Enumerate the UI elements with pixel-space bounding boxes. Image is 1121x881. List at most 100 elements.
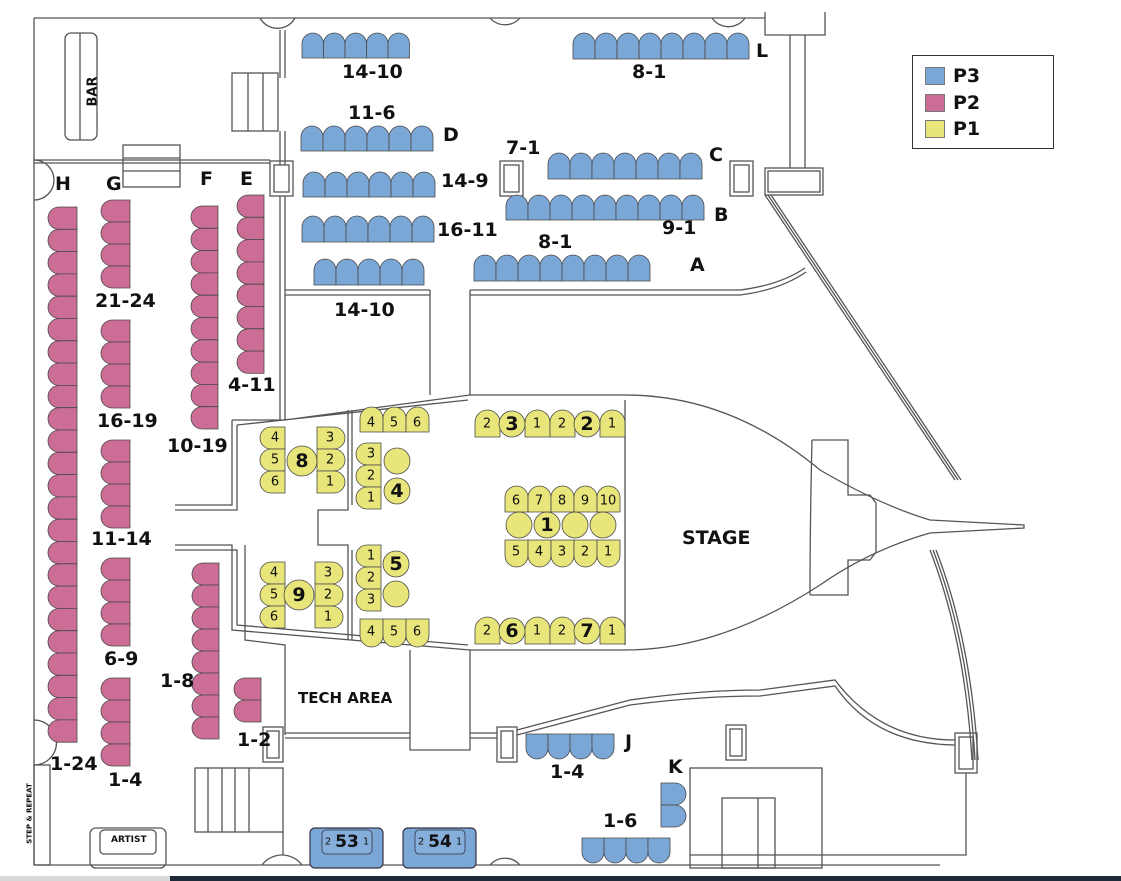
seat-p3[interactable] [527, 194, 551, 221]
seat-p2[interactable] [47, 407, 78, 431]
seat-p3[interactable] [572, 32, 596, 60]
seat-p3[interactable] [367, 215, 391, 243]
seat-p1[interactable] [596, 485, 621, 513]
seat-p2[interactable] [236, 328, 265, 352]
seat-p2[interactable] [190, 250, 219, 274]
seat-p3[interactable] [615, 194, 639, 221]
seat-p3[interactable] [366, 32, 389, 59]
seat-p2[interactable] [191, 606, 220, 630]
seat-p3[interactable] [583, 254, 607, 282]
seat-p2[interactable] [47, 251, 78, 275]
seat-p3[interactable] [660, 804, 687, 828]
seat-p2[interactable] [233, 677, 262, 701]
seat-p3[interactable] [379, 258, 403, 286]
seat-p2[interactable] [100, 221, 131, 245]
seat-p3[interactable] [549, 194, 573, 221]
seat-p3[interactable] [525, 733, 549, 760]
seat-p2[interactable] [47, 295, 78, 319]
seat-p3[interactable] [473, 254, 497, 282]
seat-p3[interactable] [591, 152, 615, 180]
seat-p3[interactable] [657, 152, 681, 180]
seat-p3[interactable] [388, 125, 412, 152]
seat-p2[interactable] [236, 216, 265, 240]
seat-p3[interactable] [613, 152, 637, 180]
seat-p1[interactable] [599, 409, 626, 438]
seat-p3[interactable] [345, 215, 369, 243]
seat-p2[interactable] [100, 319, 131, 343]
seat-p2[interactable] [100, 699, 131, 723]
seat-p3[interactable] [616, 32, 640, 60]
seat-p3[interactable] [547, 733, 571, 760]
seat-p2[interactable] [190, 361, 219, 385]
seat-p2[interactable] [47, 228, 78, 252]
seat-p3[interactable] [412, 171, 436, 198]
seat-p3[interactable] [605, 254, 629, 282]
seat-p2[interactable] [100, 557, 131, 581]
seat-p2[interactable] [100, 461, 131, 485]
seat-p3[interactable] [368, 171, 392, 198]
seat-p1[interactable] [355, 588, 382, 612]
seat-p3[interactable] [301, 215, 325, 243]
table[interactable] [589, 511, 617, 539]
seat-p2[interactable] [47, 451, 78, 475]
seat-p2[interactable] [100, 341, 131, 365]
seat-p3[interactable] [682, 32, 706, 60]
seat-p2[interactable] [47, 496, 78, 520]
seat-p2[interactable] [236, 350, 265, 374]
table[interactable] [505, 511, 533, 539]
seat-p3[interactable] [581, 837, 605, 864]
seat-p2[interactable] [191, 628, 220, 652]
seat-p2[interactable] [190, 384, 219, 408]
seat-p3[interactable] [313, 258, 337, 286]
seat-p3[interactable] [679, 152, 703, 180]
seat-p2[interactable] [47, 518, 78, 542]
seat-p1[interactable] [259, 470, 286, 494]
table-9[interactable] [283, 579, 315, 611]
seat-p3[interactable] [569, 152, 593, 180]
seat-p1[interactable] [259, 605, 286, 629]
seat-p1[interactable] [596, 539, 621, 568]
seat-p3[interactable] [505, 194, 529, 221]
seat-p1[interactable] [314, 605, 344, 629]
seat-p2[interactable] [47, 608, 78, 632]
table-4[interactable] [383, 477, 411, 505]
seat-p3[interactable] [300, 125, 324, 152]
seat-p1[interactable] [405, 406, 430, 433]
seat-p2[interactable] [100, 743, 131, 767]
seat-p2[interactable] [100, 505, 131, 529]
seat-p3[interactable] [301, 32, 324, 59]
seat-p1[interactable] [355, 486, 382, 510]
seat-p3[interactable] [660, 32, 684, 60]
seat-p2[interactable] [47, 719, 78, 743]
seat-p2[interactable] [47, 362, 78, 386]
table[interactable] [383, 447, 411, 475]
seat-p2[interactable] [100, 363, 131, 387]
seat-p3[interactable] [660, 782, 687, 806]
seat-p3[interactable] [401, 258, 425, 286]
seat-p2[interactable] [191, 650, 220, 674]
seat-p3[interactable] [635, 152, 659, 180]
seat-p2[interactable] [236, 194, 265, 218]
seat-p3[interactable] [324, 171, 348, 198]
seat-p3[interactable] [637, 194, 661, 221]
seat-p2[interactable] [47, 429, 78, 453]
seat-p2[interactable] [100, 439, 131, 463]
table[interactable] [382, 580, 410, 608]
seat-p3[interactable] [344, 32, 367, 59]
seat-p3[interactable] [681, 194, 705, 221]
seat-p2[interactable] [191, 672, 220, 696]
seat-p3[interactable] [571, 194, 595, 221]
seat-p2[interactable] [100, 677, 131, 701]
seat-p2[interactable] [191, 694, 220, 718]
seat-p2[interactable] [100, 721, 131, 745]
seat-p3[interactable] [390, 171, 414, 198]
seat-p2[interactable] [190, 227, 219, 251]
seat-p3[interactable] [495, 254, 519, 282]
seat-p3[interactable] [323, 215, 347, 243]
seat-p2[interactable] [190, 317, 219, 341]
seat-p2[interactable] [100, 385, 131, 409]
seat-p3[interactable] [366, 125, 390, 152]
seat-p2[interactable] [47, 652, 78, 676]
seat-p2[interactable] [100, 483, 131, 507]
seat-p3[interactable] [638, 32, 662, 60]
